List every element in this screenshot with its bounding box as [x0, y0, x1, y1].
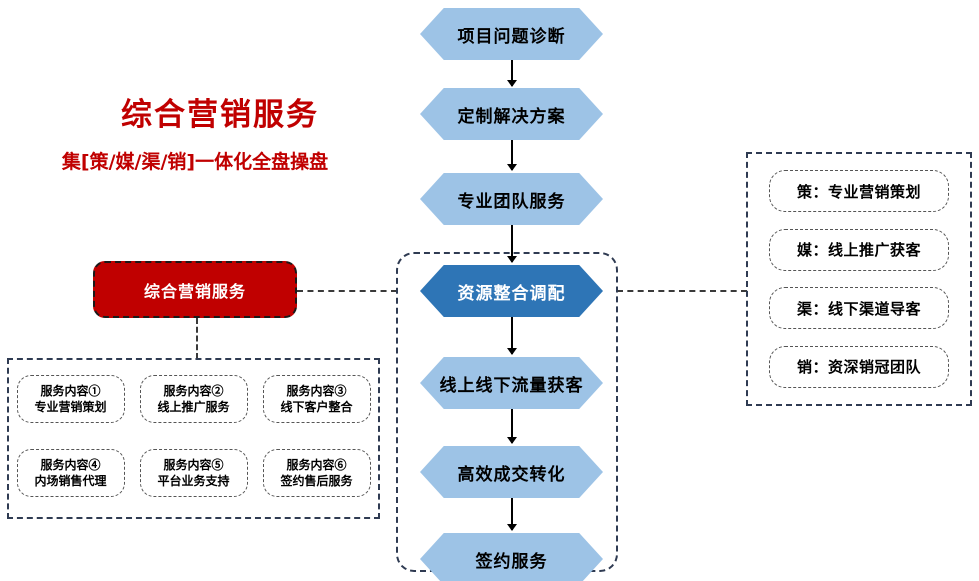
service-row: 服务内容① 专业营销策划 服务内容② 线上推广服务 服务内容③ 线下客户整合: [9, 373, 378, 425]
pillar-card-qu-label: 渠：线下渠道导客: [796, 299, 921, 318]
flow-step-2-label: 定制解决方案: [457, 106, 566, 127]
flow-step-5[interactable]: 线上线下流量获客: [420, 357, 603, 409]
service-card-1[interactable]: 服务内容① 专业营销策划: [16, 375, 125, 423]
service-card-6-index: 服务内容⑥: [286, 457, 347, 472]
service-card-3-name: 线下客户整合: [280, 400, 353, 414]
service-card-4-name: 内场销售代理: [34, 474, 107, 488]
flow-step-5-shape: 线上线下流量获客: [420, 357, 603, 409]
service-card-6[interactable]: 服务内容⑥ 签约售后服务: [262, 449, 371, 497]
hub-node-comprehensive-marketing-service[interactable]: 综合营销服务: [93, 261, 297, 318]
service-card-1-index: 服务内容①: [40, 383, 101, 398]
connector-hub-to-flow: [297, 290, 397, 292]
flow-step-7-label: 签约服务: [475, 551, 548, 572]
service-content-group: 服务内容① 专业营销策划 服务内容② 线上推广服务 服务内容③ 线下客户整合 服…: [7, 358, 380, 519]
pillars-group: 策：专业营销策划 媒：线上推广获客 渠：线下渠道导客 销：资深销冠团队: [746, 152, 972, 406]
flow-step-4-label: 资源整合调配: [457, 283, 566, 304]
connector-flow-to-pillars: [617, 290, 747, 292]
page-title: 综合营销服务: [121, 97, 319, 133]
flow-step-2[interactable]: 定制解决方案: [420, 88, 603, 140]
pillar-card-mei-label: 媒：线上推广获客: [796, 241, 921, 260]
service-card-1-name: 专业营销策划: [34, 400, 107, 414]
pillar-card-mei[interactable]: 媒：线上推广获客: [769, 228, 949, 271]
flow-step-6-shape: 高效成交转化: [420, 446, 603, 498]
service-card-2-index: 服务内容②: [163, 383, 224, 398]
flow-arrow-4: [507, 317, 517, 355]
flow-step-2-shape: 定制解决方案: [420, 88, 603, 140]
pillar-card-qu[interactable]: 渠：线下渠道导客: [769, 287, 949, 330]
service-card-5-name: 平台业务支持: [157, 474, 230, 488]
page-subtitle: 集[策/媒/渠/销]一体化全盘操盘: [61, 151, 329, 173]
flow-step-3-label: 专业团队服务: [457, 191, 566, 212]
flow-arrow-1: [507, 60, 517, 87]
service-card-4-index: 服务内容④: [40, 457, 101, 472]
flow-step-1-label: 项目问题诊断: [457, 26, 566, 47]
service-card-2[interactable]: 服务内容② 线上推广服务: [139, 375, 248, 423]
service-card-6-name: 签约售后服务: [280, 474, 353, 488]
service-card-4[interactable]: 服务内容④ 内场销售代理: [16, 449, 125, 497]
flow-arrow-2: [507, 140, 517, 171]
pillar-card-xiao[interactable]: 销：资深销冠团队: [769, 345, 949, 388]
pillar-card-ce[interactable]: 策：专业营销策划: [769, 170, 949, 213]
pillar-card-ce-label: 策：专业营销策划: [796, 182, 921, 201]
flow-step-4-shape: 资源整合调配: [420, 265, 603, 317]
flow-step-3-shape: 专业团队服务: [420, 173, 603, 225]
service-card-5-index: 服务内容⑤: [163, 457, 224, 472]
pillar-card-xiao-label: 销：资深销冠团队: [796, 358, 921, 377]
flow-step-7-shape: 签约服务: [420, 533, 603, 581]
flow-arrow-6: [507, 498, 517, 531]
service-card-5[interactable]: 服务内容⑤ 平台业务支持: [139, 449, 248, 497]
service-card-2-name: 线上推广服务: [157, 400, 230, 414]
flow-step-6[interactable]: 高效成交转化: [420, 446, 603, 498]
flow-arrow-5: [507, 409, 517, 444]
flow-arrow-3: [507, 225, 517, 263]
hub-node-label: 综合营销服务: [143, 281, 246, 301]
flow-step-7[interactable]: 签约服务: [420, 533, 603, 581]
service-card-3-index: 服务内容③: [286, 383, 347, 398]
flow-step-1[interactable]: 项目问题诊断: [420, 8, 603, 60]
connector-hub-to-services: [196, 318, 198, 359]
service-row: 服务内容④ 内场销售代理 服务内容⑤ 平台业务支持 服务内容⑥ 签约售后服务: [9, 447, 378, 499]
flow-step-4[interactable]: 资源整合调配: [420, 265, 603, 317]
flow-step-5-label: 线上线下流量获客: [439, 375, 584, 396]
flow-step-3[interactable]: 专业团队服务: [420, 173, 603, 225]
flow-step-1-shape: 项目问题诊断: [420, 8, 603, 60]
service-card-3[interactable]: 服务内容③ 线下客户整合: [262, 375, 371, 423]
flow-step-6-label: 高效成交转化: [457, 464, 566, 485]
